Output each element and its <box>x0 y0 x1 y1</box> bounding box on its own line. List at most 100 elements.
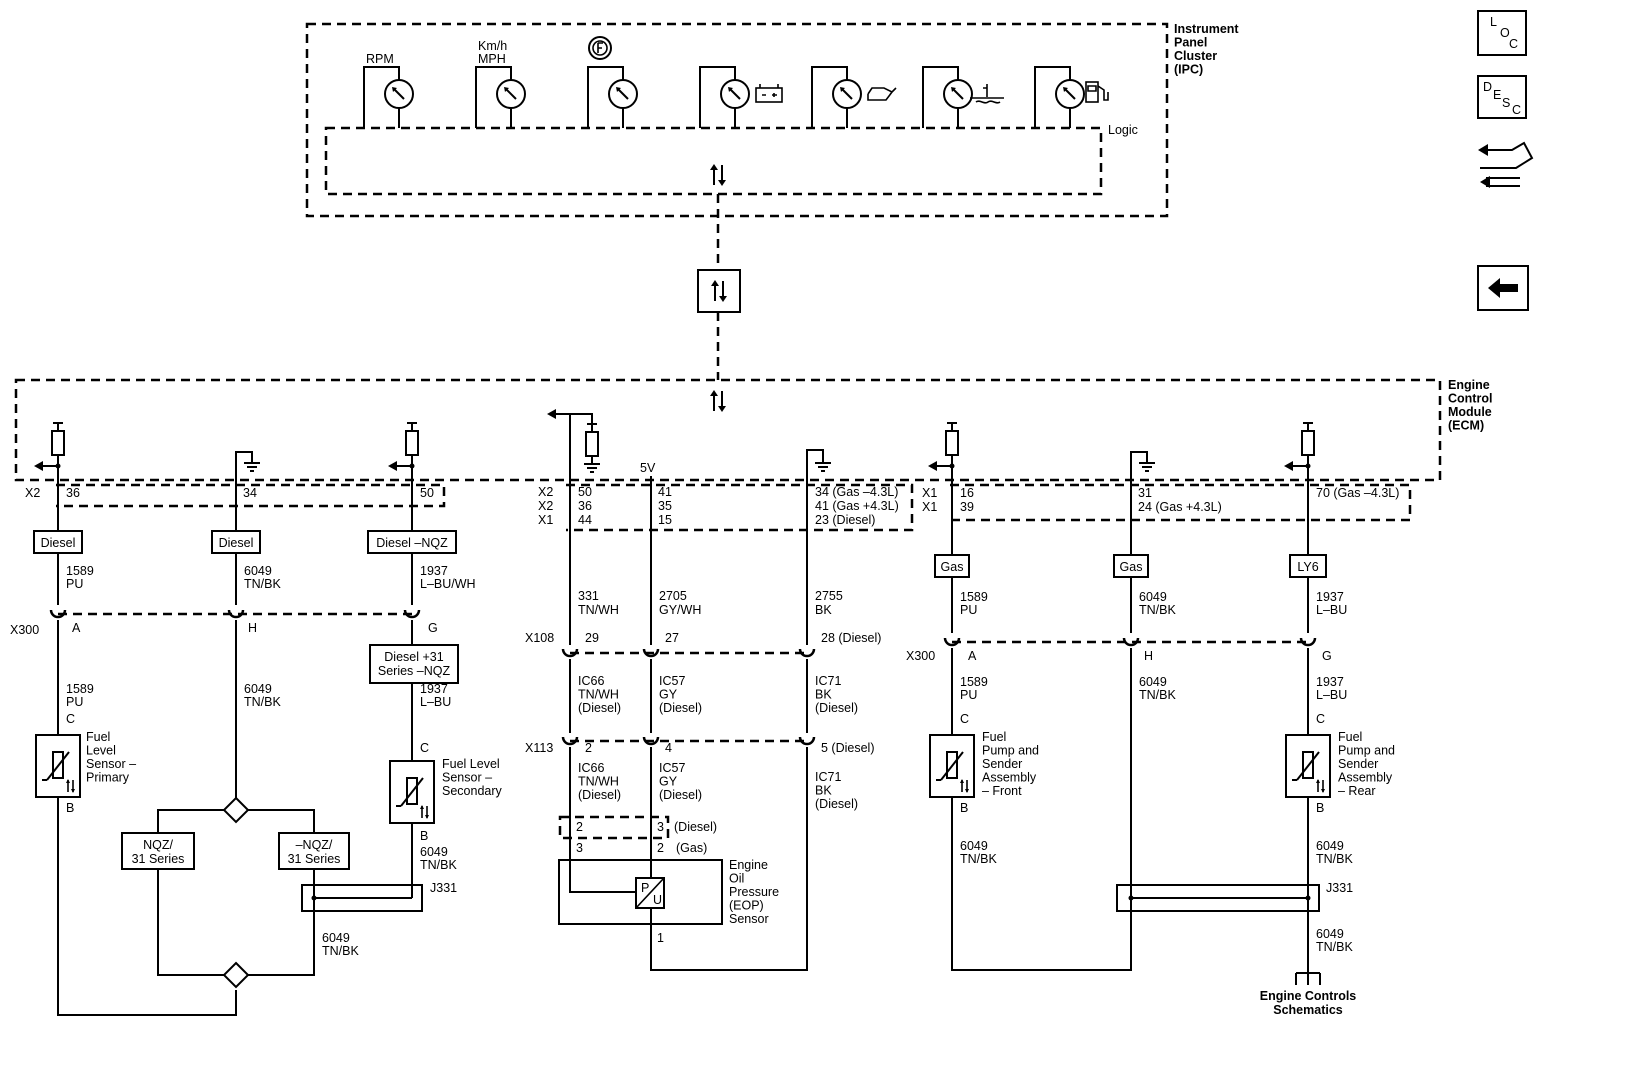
pin-label: 23 (Diesel) <box>815 513 875 527</box>
ecm-arrow-icon <box>34 461 43 471</box>
ground-icon <box>583 463 601 473</box>
circuit-number: 6049 <box>1316 839 1344 853</box>
ipc-label: Instrument <box>1174 22 1239 36</box>
wire-color: PU <box>960 603 977 617</box>
kmh-label: Km/h <box>478 39 507 53</box>
ipc-label: (IPC) <box>1174 63 1203 77</box>
description-icon-frame[interactable] <box>1477 75 1527 119</box>
fuel-level-sensor-secondary-label: Secondary <box>442 784 503 798</box>
ecm-label: Module <box>1448 405 1492 419</box>
pin-label: C <box>960 712 969 726</box>
fuel-level-sensor-primary-icon <box>35 734 81 798</box>
circuit-number: 1937 <box>1316 675 1344 689</box>
gauge-wire <box>587 66 624 128</box>
circuit-number: 1937 <box>1316 590 1344 604</box>
connector-x1-x2-outline <box>566 483 914 532</box>
wire-label: BK <box>815 784 832 798</box>
transmission-gear-inner <box>592 40 608 56</box>
fuel-level-sensor-primary-label: Fuel <box>86 730 110 744</box>
mph-label: MPH <box>478 52 506 66</box>
wire-color: PU <box>66 695 83 709</box>
wire-label: GY <box>659 688 678 702</box>
wire-label: GY <box>659 775 678 789</box>
diesel-option-box-label: Diesel <box>219 536 254 550</box>
wire-label: IC71 <box>815 770 841 784</box>
circuit-number: 331 <box>578 589 599 603</box>
transmission-gear-icon <box>588 36 612 60</box>
diesel-option-box-label: Diesel <box>41 536 76 550</box>
pin-label: G <box>428 621 438 635</box>
splice-j331-label: J331 <box>1326 881 1353 895</box>
ecm-module-outline <box>14 378 1442 482</box>
fuel-pump-rear-label: Pump and <box>1338 744 1395 758</box>
location-icon[interactable]: LOC <box>1477 10 1527 56</box>
pin-label: 16 <box>960 486 974 500</box>
splice-dot <box>311 895 317 901</box>
eop-sensor-label: (EOP) <box>729 899 764 913</box>
circuit-wire <box>650 747 808 971</box>
pin-label: 36 <box>66 486 80 500</box>
speedometer-gauge-icon <box>496 79 526 109</box>
connector-x113-label: X113 <box>525 741 553 755</box>
pin-label: 3 <box>657 820 664 834</box>
sensor-wire <box>569 860 652 924</box>
connector-x108-pin <box>798 647 816 658</box>
pin-label: 41 <box>658 485 672 499</box>
wire-color: L–BU <box>420 695 451 709</box>
rpm-label: RPM <box>366 52 394 66</box>
connector-arrow <box>1480 176 1490 188</box>
circuit-number: 1589 <box>66 682 94 696</box>
circuit-number: 6049 <box>1139 590 1167 604</box>
gauge-wire <box>811 66 848 128</box>
connector-view-icon[interactable] <box>1478 141 1534 188</box>
wire-label: (Diesel) <box>578 701 621 715</box>
fuel-pump-front-label: Assembly <box>982 771 1037 785</box>
pin-label: 34 <box>243 486 257 500</box>
pin-label: 50 <box>420 486 434 500</box>
pin-label: 3 <box>576 841 583 855</box>
splice-j331-right <box>1116 884 1320 912</box>
circuit-number: 6049 <box>1316 927 1344 941</box>
pressure-transducer-icon <box>635 877 665 909</box>
ecm-pullup-resistor <box>585 423 599 465</box>
wire-color: L–BU/WH <box>420 577 476 591</box>
wire-color: TN/BK <box>1139 603 1176 617</box>
pin-label: H <box>248 621 257 635</box>
wire-color: PU <box>960 688 977 702</box>
ecm-label: Control <box>1448 392 1492 406</box>
pin-label: G <box>1322 649 1332 663</box>
back-arrow-shape[interactable] <box>1488 278 1518 298</box>
desc-letter: C <box>1512 103 1521 117</box>
pin-label: (Gas) <box>676 841 707 855</box>
pin-label: A <box>968 649 977 663</box>
transmission-gear-f <box>597 42 603 53</box>
ecm-wire <box>556 413 571 480</box>
wire-label: IC57 <box>659 674 685 688</box>
wire-color: TN/BK <box>1139 688 1176 702</box>
splice-dot <box>55 463 61 469</box>
ecm-pullup-resistor <box>405 422 419 464</box>
wire-label: IC66 <box>578 674 604 688</box>
connector-view-shape[interactable] <box>1480 141 1534 169</box>
fuel-level-sensor-secondary-label: Sensor – <box>442 771 492 785</box>
circuit-number: 6049 <box>420 845 448 859</box>
connector-view-lines[interactable] <box>1486 177 1520 187</box>
connector-label: X2 <box>538 485 553 499</box>
back-arrow-icon[interactable] <box>1477 265 1529 311</box>
back-arrow-icon-frame[interactable] <box>1477 265 1529 311</box>
connector-x108-label: X108 <box>525 631 554 645</box>
splice-dot <box>1305 463 1311 469</box>
pin-label: (Diesel) <box>674 820 717 834</box>
schematic-reference-fork <box>1295 972 1321 985</box>
location-icon-frame[interactable] <box>1477 10 1527 56</box>
circuit-number: 2705 <box>659 589 687 603</box>
not-nqz-31-series-box <box>278 832 350 870</box>
connector-x113-pin <box>798 735 816 746</box>
splice-dot <box>1128 895 1134 901</box>
circuit-number: 1937 <box>420 564 448 578</box>
pin-label: 36 <box>578 499 592 513</box>
pin-label: 2 <box>576 820 583 834</box>
